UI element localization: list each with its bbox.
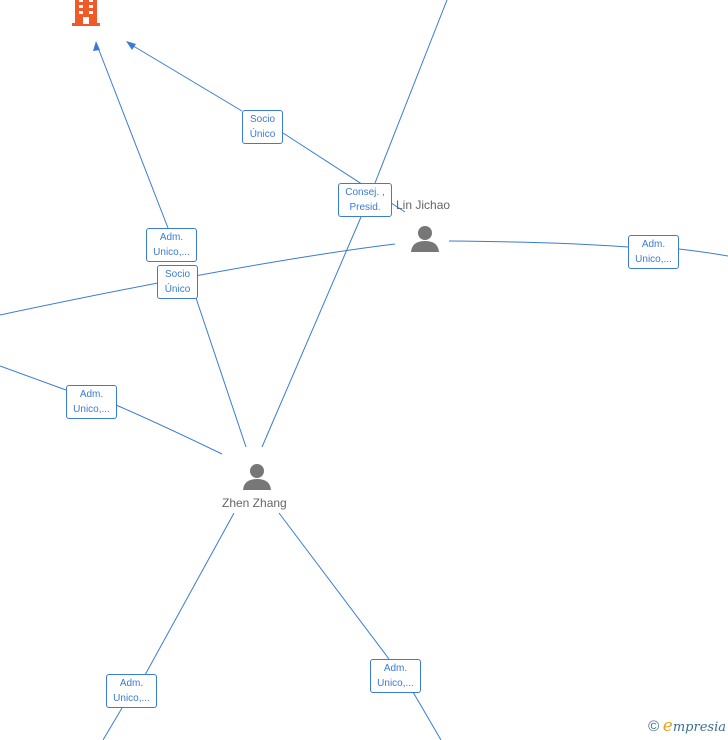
edge-label-consej-presid[interactable]: Consej. , Presid.	[338, 183, 392, 217]
edge-label-line: Unico,...	[73, 404, 110, 415]
edge-label-line: Adm.	[159, 232, 184, 243]
person-icon[interactable]	[242, 461, 272, 491]
arrowhead-icon	[126, 41, 136, 50]
edge-label-line: Adm.	[119, 678, 144, 689]
empresia-watermark: © empresia	[648, 716, 726, 736]
person-icon[interactable]	[410, 223, 440, 253]
edge-label-adm-unico[interactable]: Adm. Unico,...	[66, 385, 117, 419]
edge-label-socio-unico[interactable]: Socio Único	[242, 110, 283, 144]
edge-label-line: Único	[249, 129, 276, 140]
copyright-symbol: ©	[648, 718, 660, 735]
edge-zhen-to-bottom-left	[102, 512, 235, 740]
edge-label-adm-unico[interactable]: Adm. Unico,...	[146, 228, 197, 262]
arrowhead-icon	[93, 41, 100, 51]
edge-lin-to-right	[448, 240, 728, 257]
edge-label-adm-unico[interactable]: Adm. Unico,...	[106, 674, 157, 708]
edge-label-line: Unico,...	[377, 678, 414, 689]
edge-label-line: Único	[164, 284, 191, 295]
person-name-lin-jichao[interactable]: Lin Jichao	[396, 198, 451, 212]
edge-zhen-to-bottom-right	[278, 512, 442, 740]
edge-lin-to-left	[0, 243, 396, 316]
edge-zhen-to-farleft	[0, 365, 223, 455]
edge-label-line: Socio	[249, 114, 275, 125]
edge-label-socio-unico[interactable]: Socio Único	[157, 265, 198, 299]
brand-initial: e	[662, 716, 673, 736]
edge-label-line: Presid.	[349, 202, 381, 213]
edge-label-line: Adm.	[383, 663, 408, 674]
edge-consej-presid	[261, 0, 448, 448]
edge-label-line: Consej. ,	[345, 187, 385, 198]
edge-label-line: Adm.	[641, 239, 666, 250]
edge-zhen-to-company	[96, 44, 247, 448]
person-name-zhen-zhang[interactable]: Zhen Zhang	[222, 496, 287, 510]
edge-label-adm-unico[interactable]: Adm. Unico,...	[370, 659, 421, 693]
brand-name: mpresia	[672, 720, 726, 735]
edge-label-line: Unico,...	[635, 254, 672, 265]
edge-label-line: Unico,...	[153, 247, 190, 258]
edge-label-line: Unico,...	[113, 693, 150, 704]
edge-label-adm-unico[interactable]: Adm. Unico,...	[628, 235, 679, 269]
edge-label-line: Adm.	[79, 389, 104, 400]
building-icon[interactable]	[70, 0, 102, 28]
edge-label-line: Socio	[164, 269, 190, 280]
